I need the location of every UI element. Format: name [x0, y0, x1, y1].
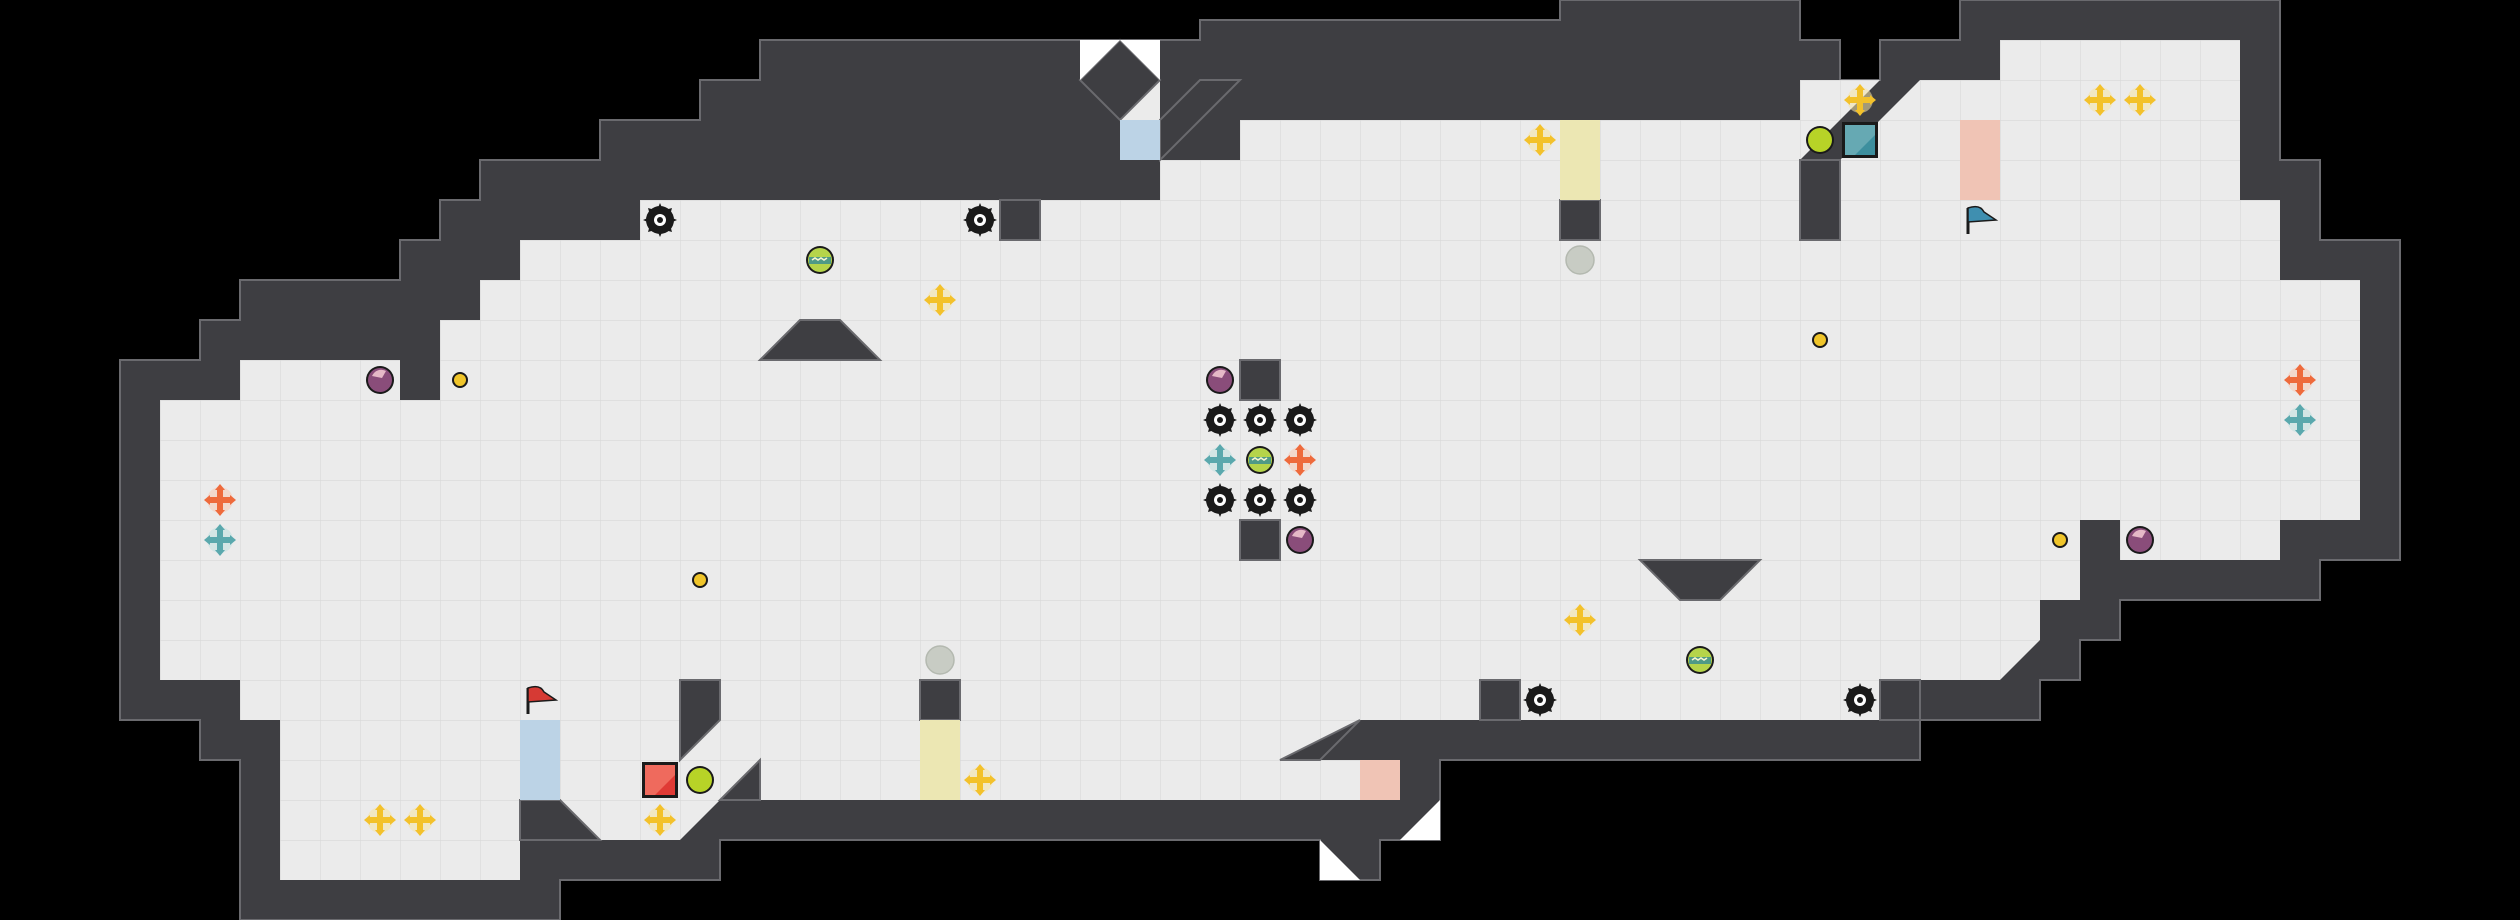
- purple-gem-icon: [1286, 526, 1314, 554]
- blue-tile: [520, 760, 560, 800]
- striped-green-ball-icon: [1685, 645, 1715, 675]
- striped-green-ball-icon: [1245, 445, 1275, 475]
- blue-tile: [520, 720, 560, 760]
- spiked-mine-icon: [1283, 403, 1317, 437]
- lime-orb-icon: [1806, 126, 1834, 154]
- gold-coin-icon: [692, 572, 708, 588]
- gold-coin-icon: [1812, 332, 1828, 348]
- teal-player[interactable]: [1842, 122, 1878, 158]
- ghost-circle-icon: [1565, 245, 1595, 275]
- pink-tile: [1960, 120, 2000, 160]
- spiked-mine-icon: [1203, 403, 1237, 437]
- spiked-mine-icon: [1203, 483, 1237, 517]
- blue-flag-icon: [1966, 205, 1999, 234]
- yellow-tile: [920, 760, 960, 800]
- striped-green-ball-icon: [805, 245, 835, 275]
- blue-tile: [1120, 120, 1160, 160]
- pink-tile: [1360, 760, 1400, 800]
- yellow-tile: [1560, 160, 1600, 200]
- spiked-mine-icon: [1843, 683, 1877, 717]
- yellow-tile: [1560, 120, 1600, 160]
- spiked-mine-icon: [1243, 483, 1277, 517]
- lime-orb-icon: [686, 766, 714, 794]
- yellow-tile: [920, 720, 960, 760]
- spiked-mine-icon: [963, 203, 997, 237]
- purple-gem-icon: [366, 366, 394, 394]
- spiked-mine-icon: [643, 203, 677, 237]
- colored-tiles: [520, 120, 2000, 800]
- spiked-mine-icon: [1523, 683, 1557, 717]
- gold-coin-icon: [452, 372, 468, 388]
- red-flag-icon: [526, 685, 559, 714]
- red-player[interactable]: [642, 762, 678, 798]
- spiked-mine-icon: [1283, 483, 1317, 517]
- purple-gem-icon: [1206, 366, 1234, 394]
- gold-coin-icon: [2052, 532, 2068, 548]
- boundary-markers: [1080, 40, 1440, 880]
- purple-gem-icon: [2126, 526, 2154, 554]
- pink-tile: [1960, 160, 2000, 200]
- spiked-mine-icon: [1243, 403, 1277, 437]
- ghost-circle-icon: [925, 645, 955, 675]
